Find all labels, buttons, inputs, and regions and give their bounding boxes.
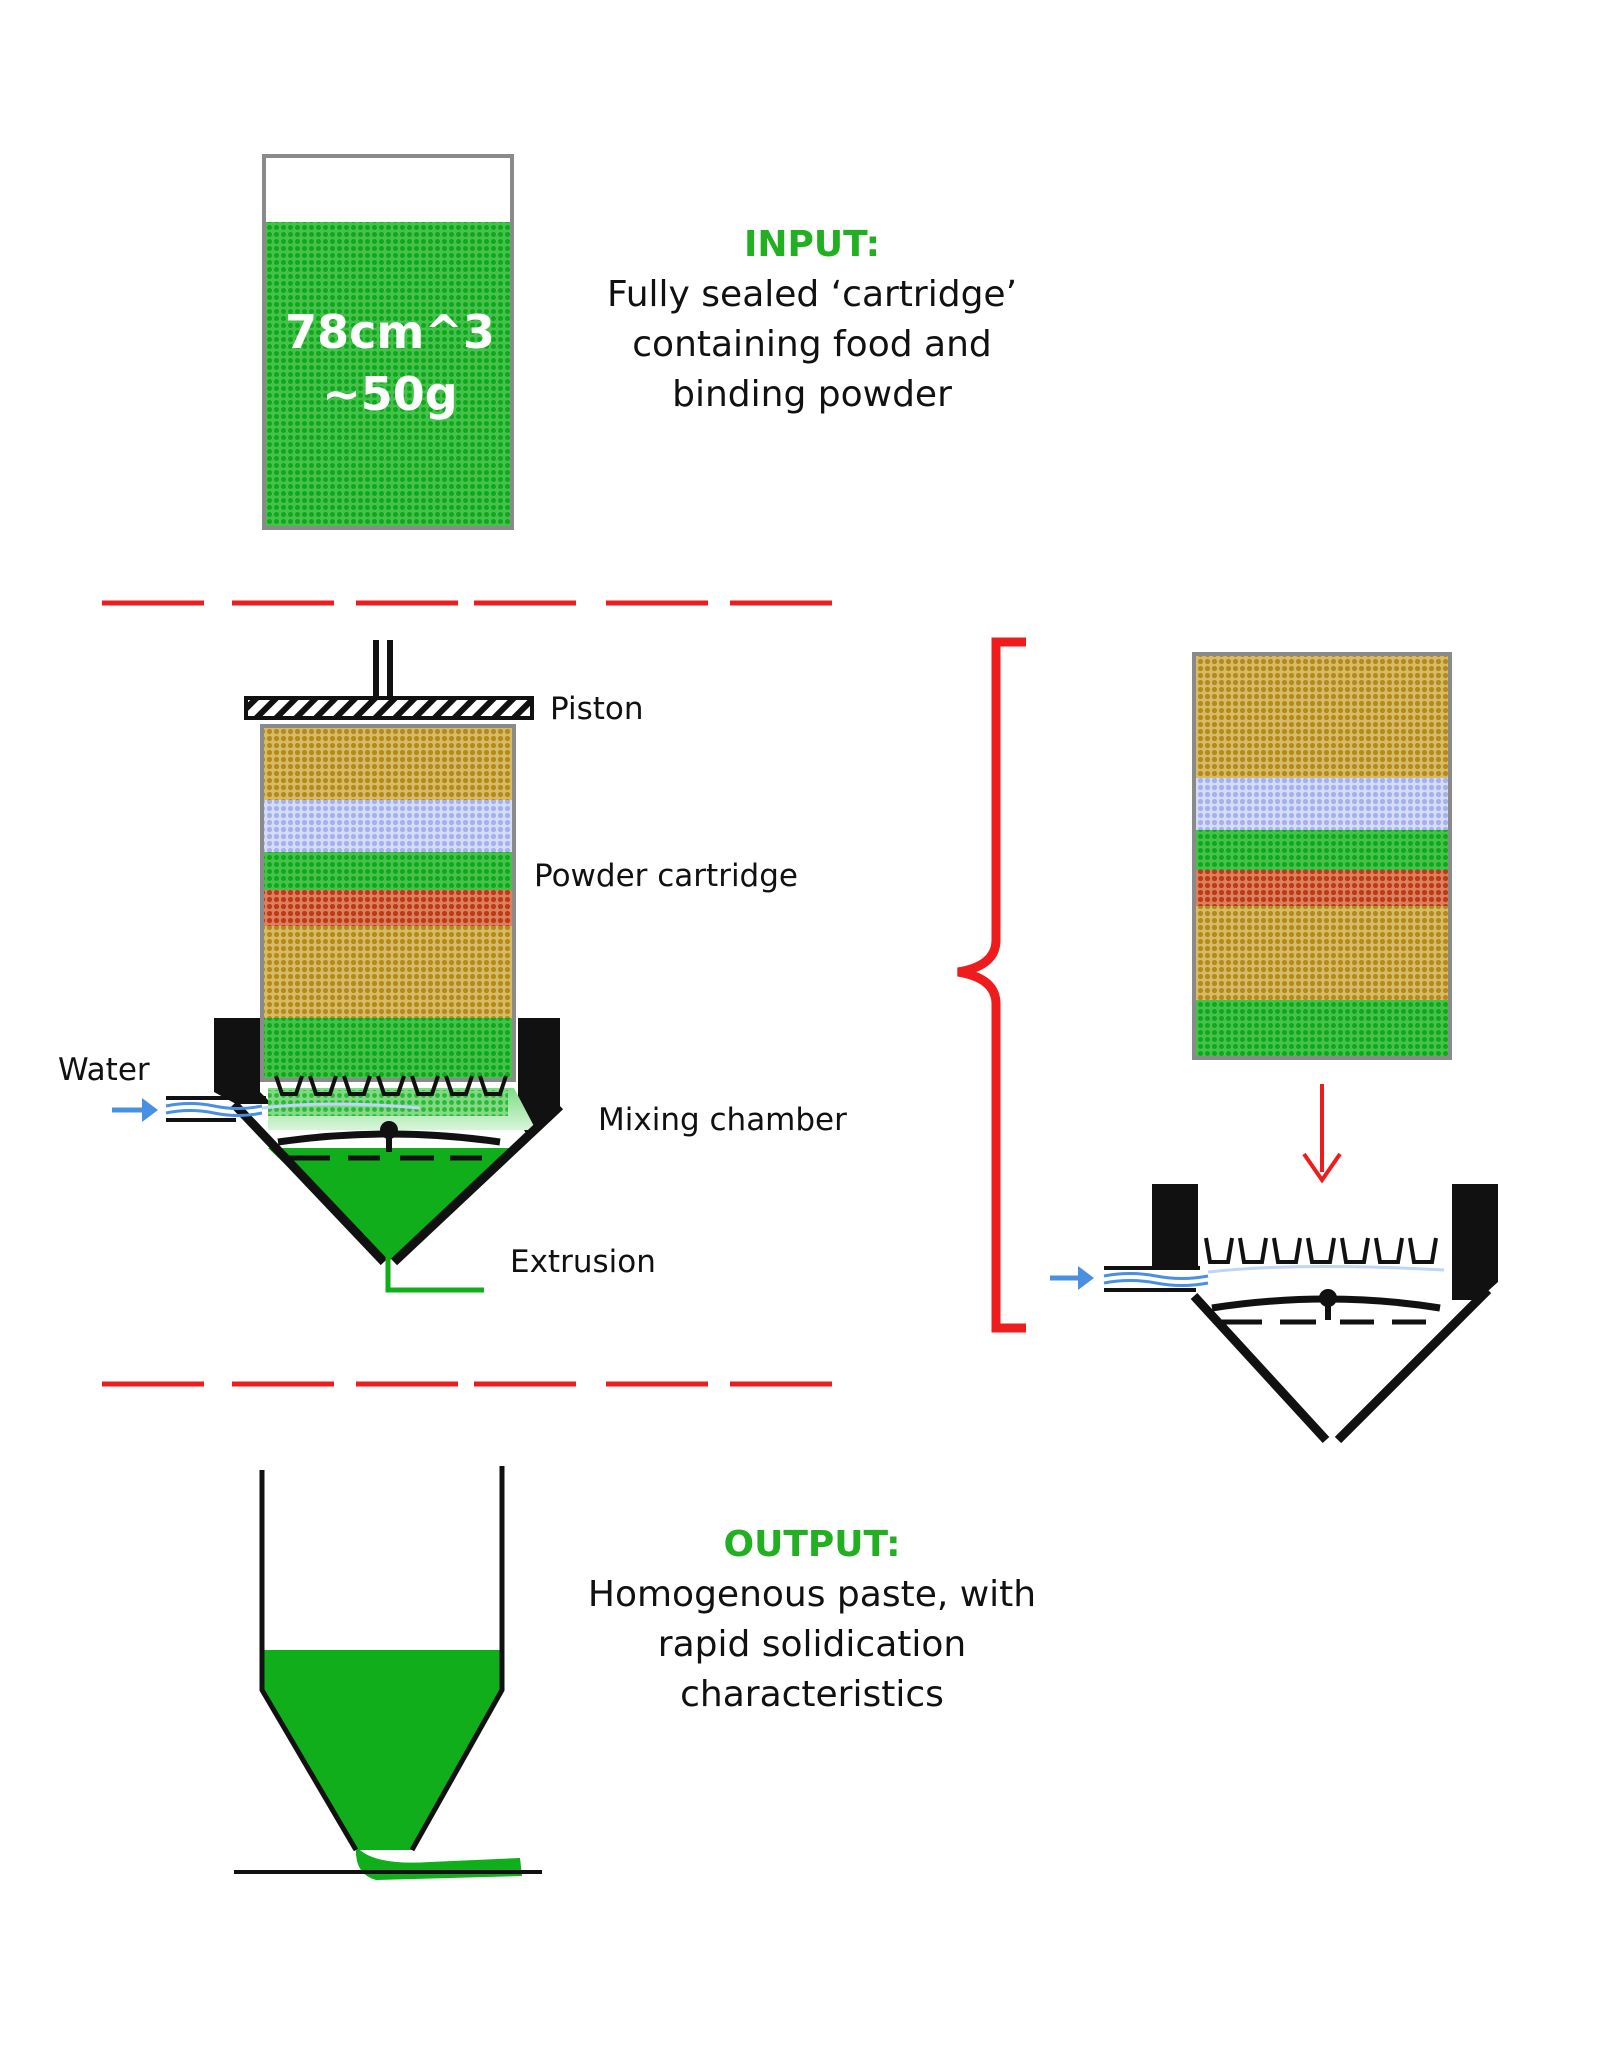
exploded-water-arrow-icon — [1050, 1266, 1094, 1290]
label-powder-cartridge: Powder cartridge — [534, 858, 798, 894]
chamber-wall-left — [214, 1018, 272, 1104]
output-line-3: characteristics — [680, 1674, 944, 1715]
output-heading: OUTPUT: — [724, 1524, 901, 1565]
output-line-1: Homogenous paste, with — [588, 1574, 1036, 1615]
input-line-3: binding powder — [672, 374, 952, 415]
label-water: Water — [58, 1052, 150, 1088]
insert-arrow-icon — [1302, 1084, 1342, 1184]
output-nozzle — [234, 1466, 542, 1880]
input-description: INPUT: Fully sealed ‘cartridge’ containi… — [607, 224, 1017, 415]
funnel-paste — [268, 1148, 510, 1262]
cartridge-food-fill — [266, 222, 510, 526]
cartridge-volume: 78cm^3 — [285, 305, 495, 359]
label-extrusion: Extrusion — [510, 1244, 656, 1280]
output-paste — [262, 1650, 502, 1850]
extrusion-strand — [385, 1252, 484, 1293]
machine-assembled: Piston Powder cartridge Water Mixing cha… — [58, 640, 847, 1293]
exploded-bracket — [957, 637, 1026, 1333]
mixer-blade — [277, 1121, 501, 1161]
powder-cartridge — [260, 724, 516, 1082]
input-cartridge: 78cm^3 ~50g — [262, 154, 514, 530]
cartridge-seal-teeth — [274, 1075, 508, 1096]
water-arrow-icon — [112, 1098, 158, 1122]
chamber-wall-right — [518, 1018, 560, 1140]
input-line-1: Fully sealed ‘cartridge’ — [607, 274, 1017, 315]
output-description: OUTPUT: Homogenous paste, with rapid sol… — [588, 1524, 1036, 1715]
input-heading: INPUT: — [744, 224, 880, 265]
label-piston: Piston — [550, 691, 644, 727]
input-line-2: containing food and — [632, 324, 992, 365]
water-inlet — [165, 1096, 421, 1122]
piston-plate — [244, 696, 534, 720]
exploded-cartridge — [1192, 652, 1452, 1060]
label-mixing-chamber: Mixing chamber — [598, 1102, 847, 1138]
exploded-mixing-chamber — [1103, 1184, 1498, 1444]
piston-rod — [373, 640, 379, 698]
output-line-2: rapid solidication — [658, 1624, 966, 1665]
cartridge-mass: ~50g — [322, 367, 457, 421]
